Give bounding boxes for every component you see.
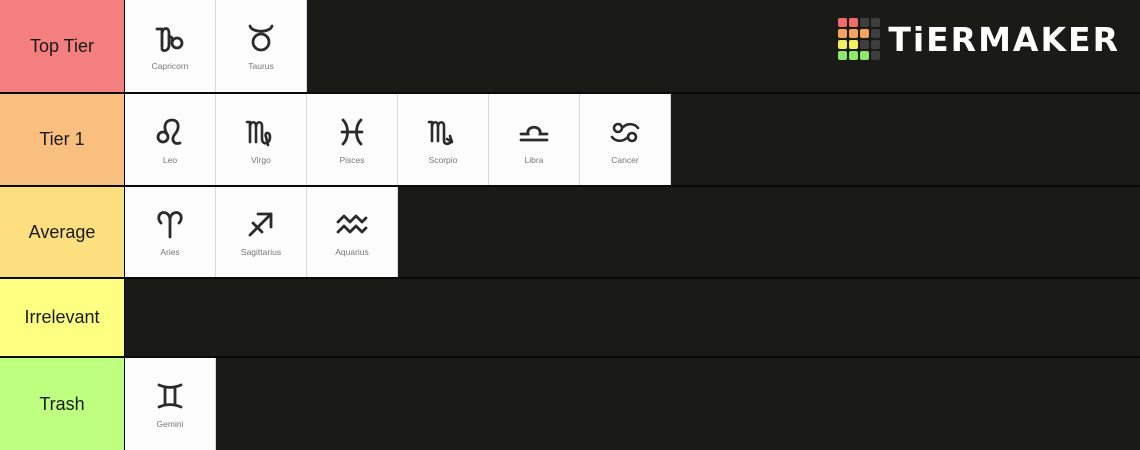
gemini-icon — [157, 383, 183, 409]
zodiac-card-scorpio[interactable]: Scorpio — [398, 94, 489, 185]
row-divider — [0, 277, 1140, 279]
zodiac-name: Virgo — [251, 154, 271, 165]
zodiac-card-pisces[interactable]: Pisces — [307, 94, 398, 185]
pisces-icon — [340, 118, 364, 145]
zodiac-name: Pisces — [339, 154, 365, 165]
tier-label[interactable]: Irrelevant — [0, 279, 125, 356]
tier-row-irrelevant: Irrelevant — [0, 279, 1140, 356]
libra-icon — [519, 125, 549, 141]
tier-label[interactable]: Top Tier — [0, 0, 125, 92]
zodiac-card-gemini[interactable]: Gemini — [125, 358, 216, 450]
tier-label[interactable]: Trash — [0, 358, 125, 450]
tier-items: Gemini — [125, 358, 216, 450]
tiermaker-logo[interactable]: TiERMAKER — [838, 18, 1120, 60]
zodiac-card-sagittarius[interactable]: Sagittarius — [216, 187, 307, 277]
zodiac-name: Capricorn — [151, 61, 189, 71]
scorpio-icon — [427, 120, 454, 145]
zodiac-card-taurus[interactable]: Taurus — [216, 0, 307, 92]
virgo-icon — [245, 120, 272, 146]
tier-row-top-tier: Top Tier Capricorn Taurus — [0, 0, 1140, 92]
zodiac-name: Scorpio — [428, 154, 458, 165]
zodiac-card-virgo[interactable]: Virgo — [216, 94, 307, 185]
sagittarius-icon — [248, 212, 273, 237]
zodiac-card-libra[interactable]: Libra — [489, 94, 580, 185]
tier-items: Capricorn Taurus — [125, 0, 307, 92]
tier-items: Leo Virgo Pisces — [125, 94, 671, 185]
zodiac-card-capricorn[interactable]: Capricorn — [125, 0, 216, 92]
leo-icon — [156, 118, 182, 145]
zodiac-name: Libra — [524, 154, 544, 165]
zodiac-name: Taurus — [248, 61, 274, 71]
tier-row-trash: Trash Gemini — [0, 358, 1140, 450]
logo-grid-icon — [838, 18, 881, 60]
row-divider — [0, 185, 1140, 187]
aries-icon — [157, 211, 183, 239]
zodiac-name: Aries — [160, 247, 180, 257]
zodiac-name: Aquarius — [335, 247, 369, 257]
cancer-icon — [610, 122, 640, 142]
zodiac-name: Leo — [162, 154, 178, 165]
zodiac-name: Gemini — [156, 419, 184, 429]
zodiac-card-aries[interactable]: Aries — [125, 187, 216, 277]
row-divider — [0, 356, 1140, 358]
zodiac-card-cancer[interactable]: Cancer — [580, 94, 671, 185]
zodiac-card-leo[interactable]: Leo — [125, 94, 216, 185]
row-divider — [0, 92, 1140, 94]
aquarius-icon — [336, 214, 368, 234]
logo-text: TiERMAKER — [888, 19, 1120, 59]
tier-items: Aries Sagittarius Aquarius — [125, 187, 398, 277]
tier-row-tier-1: Tier 1 Leo Virgo — [0, 94, 1140, 185]
zodiac-name: Cancer — [611, 154, 639, 165]
zodiac-name: Sagittarius — [240, 247, 282, 257]
zodiac-card-aquarius[interactable]: Aquarius — [307, 187, 398, 277]
tier-label[interactable]: Tier 1 — [0, 94, 125, 185]
taurus-icon — [248, 24, 274, 52]
tier-row-average: Average Aries Sagittarius — [0, 187, 1140, 277]
tier-label[interactable]: Average — [0, 187, 125, 277]
capricorn-icon — [155, 27, 184, 53]
